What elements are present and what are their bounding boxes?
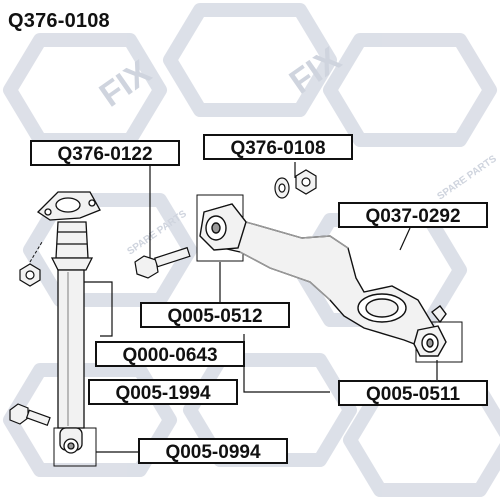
leader-lower-arm: [399, 227, 411, 251]
bolt-middle: [134, 246, 191, 279]
label-shock-mount-nut[interactable]: Q376-0122: [30, 140, 180, 166]
mount-hole-1: [44, 208, 52, 216]
lower-control-arm: [199, 203, 447, 357]
shock-body: [57, 269, 85, 429]
shock-collar: [50, 257, 94, 271]
label-arm-bolt-washer-nut[interactable]: Q376-0108: [203, 134, 353, 160]
label-arm-front-bushing[interactable]: Q005-0512: [140, 302, 290, 328]
washer-and-nut: [274, 169, 317, 199]
label-arm-rear-bushing[interactable]: Q005-0511: [338, 380, 488, 406]
watermark-tagline-2: SPARE PARTS: [435, 153, 499, 202]
label-shock-lower-bushing[interactable]: Q005-0994: [138, 438, 288, 464]
leader-shock-absorber: [82, 281, 113, 337]
bolt-lower-left: [9, 403, 51, 427]
page-title: Q376-0108: [8, 10, 110, 32]
nut-dash-line: [29, 241, 43, 263]
mount-hole-2: [88, 199, 96, 207]
label-shock-absorber[interactable]: Q000-0643: [95, 341, 245, 367]
dust-boot: [55, 221, 89, 259]
arm-stud: [431, 305, 447, 324]
hex-nut-left: [19, 263, 41, 287]
label-stabilizer-bushing[interactable]: Q005-1994: [88, 379, 238, 405]
shock-absorber-assembly: [36, 191, 101, 454]
top-mount-stud: [55, 197, 81, 213]
label-lower-control-arm[interactable]: Q037-0292: [338, 202, 488, 228]
